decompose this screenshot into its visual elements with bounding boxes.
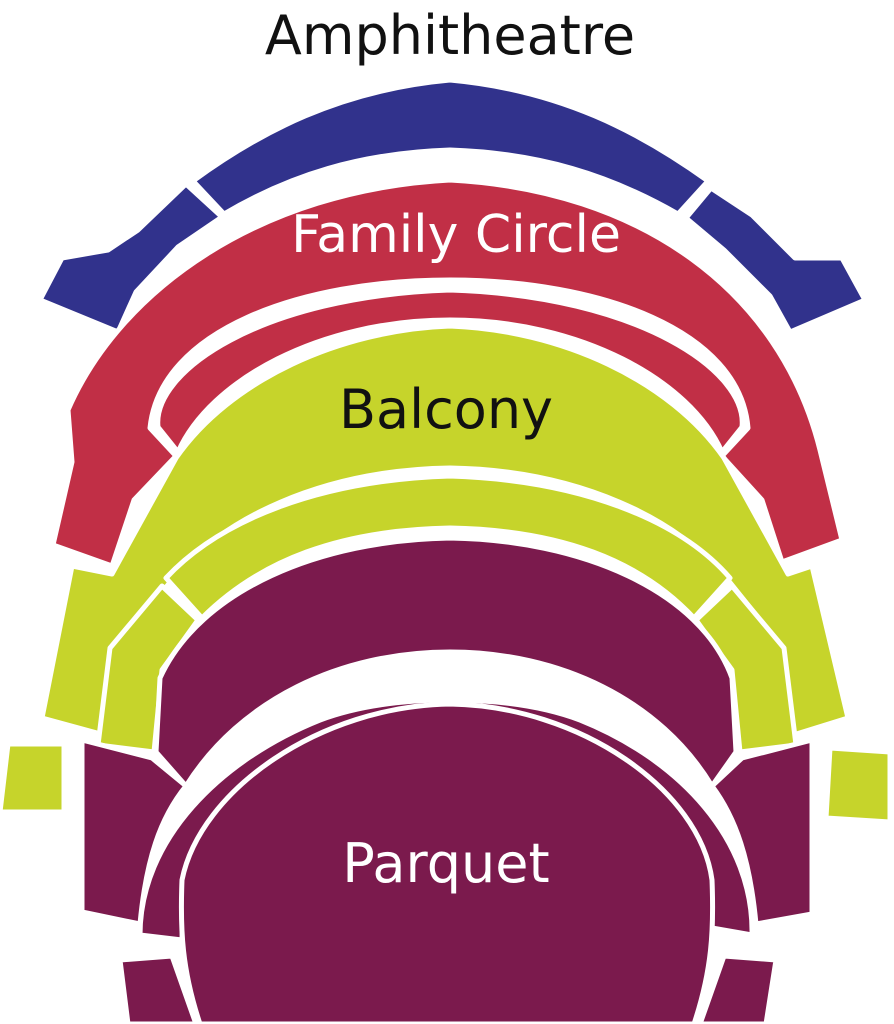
balcony-inner-row[interactable] — [163, 473, 733, 621]
amphitheatre-section[interactable] — [37, 77, 868, 335]
balcony-main[interactable] — [39, 323, 851, 739]
balcony-label: Balcony — [339, 378, 553, 441]
parquet-back-block[interactable] — [153, 535, 739, 789]
parquet-right-box[interactable] — [709, 737, 815, 927]
family-circle-label: Family Circle — [291, 205, 621, 265]
family-circle-main[interactable] — [50, 177, 845, 569]
balcony-far-right-box[interactable] — [823, 745, 893, 825]
balcony-far-left-box[interactable] — [0, 741, 67, 815]
parquet-label: Parquet — [342, 832, 549, 895]
balcony-section[interactable] — [0, 323, 893, 825]
amphitheatre-right-wing[interactable] — [683, 185, 868, 335]
family-circle-section[interactable] — [50, 177, 845, 569]
parquet-front-left-box[interactable] — [117, 953, 199, 1024]
family-circle-inner-row[interactable] — [155, 287, 745, 455]
parquet-center[interactable] — [178, 701, 716, 1024]
parquet-front-right-box[interactable] — [697, 953, 779, 1024]
amphitheatre-label: Amphitheatre — [265, 4, 635, 67]
amphitheatre-center[interactable] — [190, 77, 711, 217]
amphitheatre-left-wing[interactable] — [37, 181, 225, 335]
parquet-section[interactable] — [79, 535, 815, 1024]
parquet-left-box[interactable] — [79, 737, 189, 927]
